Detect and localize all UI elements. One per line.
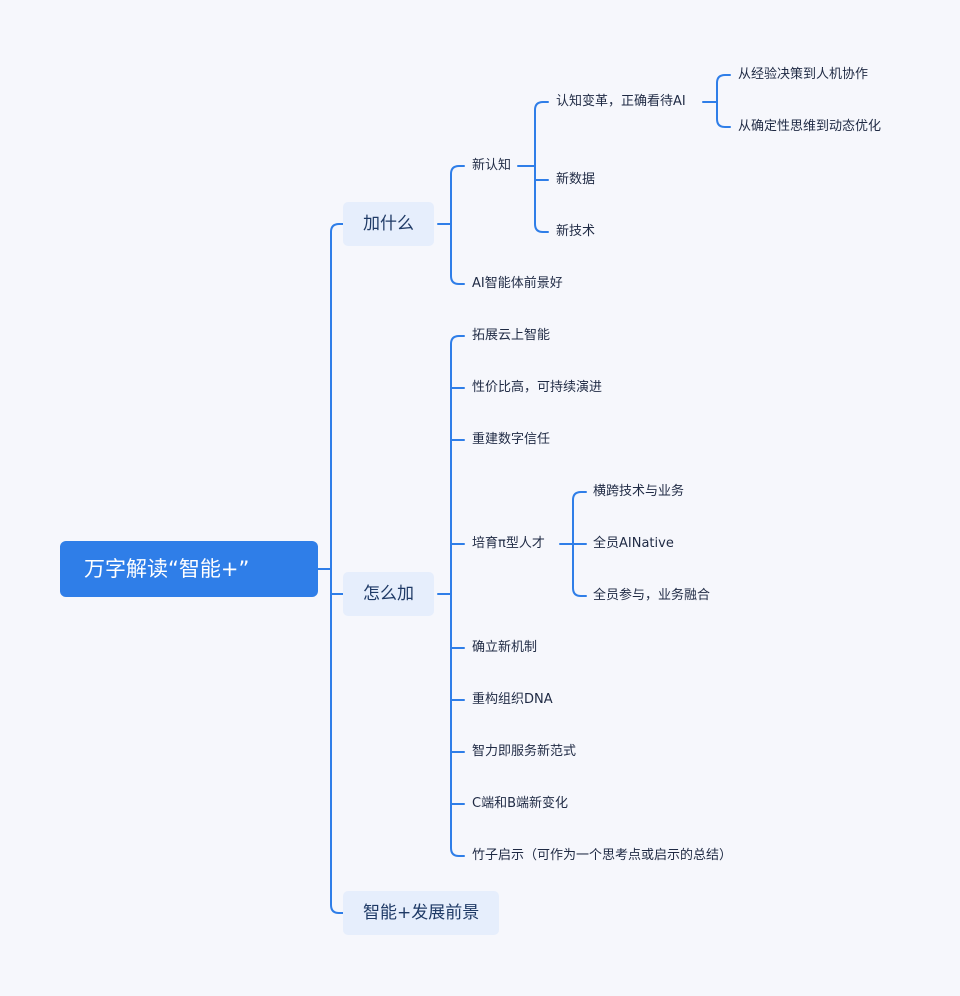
node-xinrenzhi[interactable]: 新认知 bbox=[472, 158, 512, 173]
node-hengkua[interactable]: 横跨技术与业务 bbox=[593, 484, 685, 499]
node-queli-jizhi[interactable]: 确立新机制 bbox=[472, 640, 538, 655]
node-xinshuju[interactable]: 新数据 bbox=[556, 172, 596, 187]
connector-branch-1 bbox=[437, 165, 465, 285]
node-quanyuan-ainative[interactable]: 全员AINative bbox=[593, 536, 674, 551]
node-zhuzi-qishi[interactable]: 竹子启示（可作为一个思考点或启示的总结） bbox=[472, 848, 733, 863]
node-zhili-fuwu[interactable]: 智力即服务新范式 bbox=[472, 744, 577, 759]
node-jingyan-juece[interactable]: 从经验决策到人机协作 bbox=[738, 67, 869, 82]
connector-branch-2 bbox=[437, 335, 465, 857]
node-quanyuan-canyu[interactable]: 全员参与，业务融合 bbox=[593, 588, 711, 603]
connector-root-trunk bbox=[317, 223, 344, 914]
node-peiyu-rencai[interactable]: 培育π型人才 bbox=[472, 536, 545, 551]
root-node[interactable]: 万字解读“智能+” bbox=[60, 541, 318, 597]
node-renzhibiange[interactable]: 认知变革，正确看待AI bbox=[556, 94, 686, 109]
node-cb-duan[interactable]: C端和B端新变化 bbox=[472, 796, 568, 811]
connector-peiyu bbox=[559, 491, 587, 597]
node-chongjian-xinren[interactable]: 重建数字信任 bbox=[472, 432, 551, 447]
branch-fazhanqianjing[interactable]: 智能+发展前景 bbox=[343, 891, 500, 935]
node-chonggou-dna[interactable]: 重构组织DNA bbox=[472, 692, 553, 707]
node-xingjiabi[interactable]: 性价比高，可持续演进 bbox=[472, 380, 603, 395]
node-queding-siwei[interactable]: 从确定性思维到动态优化 bbox=[738, 119, 882, 134]
node-tuozhan-yunshang[interactable]: 拓展云上智能 bbox=[472, 328, 551, 343]
node-xinjishu[interactable]: 新技术 bbox=[556, 224, 596, 239]
connector-renzhibiange bbox=[702, 74, 731, 128]
node-ai-agent[interactable]: AI智能体前景好 bbox=[472, 276, 563, 291]
connector-xinrenzhi bbox=[517, 101, 549, 233]
branch-zenmejia[interactable]: 怎么加 bbox=[343, 572, 434, 616]
branch-jiashenme[interactable]: 加什么 bbox=[343, 202, 434, 246]
